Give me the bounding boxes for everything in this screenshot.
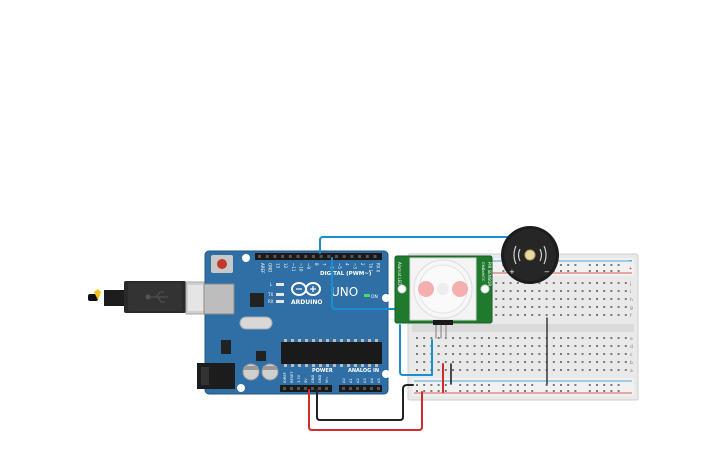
wire-black-gnd[interactable] xyxy=(316,384,414,421)
pir-pin-label: VCC xyxy=(481,274,485,282)
power-pin-label: 5V xyxy=(304,378,308,383)
buzzer-plus-label: + xyxy=(509,268,515,276)
led-rx-label: RX xyxy=(268,299,274,304)
pir-hotspot-left xyxy=(418,281,434,297)
digital-header-label: DIGITAL (PWM~) xyxy=(320,271,372,277)
row-label: j xyxy=(629,281,631,287)
wire-red-5v[interactable] xyxy=(308,389,423,431)
power-pin-label: Vin xyxy=(325,377,329,383)
analog-pin-label: A1 xyxy=(349,378,353,383)
digital-pin-label: ~5 xyxy=(337,263,342,269)
buzzer-minus-label: − xyxy=(544,268,550,276)
analog-pin-label: A2 xyxy=(356,378,360,383)
row-label: g xyxy=(630,306,633,311)
digital-pin-label: GND xyxy=(268,263,273,272)
analog-pin-label: A3 xyxy=(363,378,367,383)
atmega-chip xyxy=(281,342,382,364)
analog-pin-label: A0 xyxy=(342,378,346,383)
piezo-buzzer[interactable]: + − xyxy=(501,226,559,284)
analog-header[interactable] xyxy=(339,385,382,392)
digital-pin-label: ~9 xyxy=(306,263,311,269)
analog-pin-label: A5 xyxy=(377,378,381,383)
row-label: i xyxy=(630,289,631,295)
led-l-label: L xyxy=(270,282,273,287)
analog-pin-label: A4 xyxy=(370,378,374,383)
row-label: f xyxy=(630,313,632,319)
pir-hotspot-right xyxy=(452,281,468,297)
digital-pin-label: 12 xyxy=(283,263,288,269)
digital-pin-label: ~3 xyxy=(352,263,357,269)
arduino-logo-icon xyxy=(291,282,321,296)
row-label: e xyxy=(630,337,633,342)
row-label: a xyxy=(630,369,633,374)
power-pin-label: GND xyxy=(311,375,315,383)
led-tx-label: TX xyxy=(267,292,273,297)
status-leds: L TX RX xyxy=(267,282,284,304)
row-label: h xyxy=(630,297,633,303)
power-pin-label: GND xyxy=(318,375,322,383)
digital-pin-label: TX 1 xyxy=(368,262,373,272)
digital-pin-label: AREF xyxy=(260,263,265,274)
power-header-label: POWER xyxy=(312,368,333,374)
usb-icon xyxy=(145,291,168,303)
analog-header-label: ANALOG IN xyxy=(348,368,379,374)
digital-pin-label: 2 xyxy=(360,263,365,266)
arduino-brand-label: ARDUINO xyxy=(291,299,322,306)
pir-side-label-right: PIR SENSOR xyxy=(487,262,492,286)
pir-side-label-left: Alamat LED xyxy=(397,262,402,285)
row-label: d xyxy=(630,344,633,350)
power-pin-label: IOREF xyxy=(283,372,287,383)
usb-port xyxy=(203,283,235,315)
wire-blue-pir-gnd[interactable] xyxy=(399,324,433,376)
digital-pin-label: 7 xyxy=(322,263,327,266)
row-label: c xyxy=(630,353,633,358)
digital-pin-label: 8 xyxy=(314,263,319,266)
digital-pin-label: ~10 xyxy=(299,263,304,272)
pir-pin-label: GND xyxy=(481,262,485,270)
wire-blue-pir-out[interactable] xyxy=(331,257,396,310)
rail-minus-label: − xyxy=(629,258,632,264)
digital-header[interactable] xyxy=(255,253,382,260)
usb-lightning-icon xyxy=(94,289,101,300)
digital-pin-label: RX 0 xyxy=(376,263,381,273)
power-pin-label: 3.3V xyxy=(297,374,301,383)
on-led-label: ON xyxy=(371,294,378,300)
sound-icon xyxy=(513,245,547,265)
digital-pin-label: 13 xyxy=(275,263,280,269)
arduino-model-label: UNO xyxy=(331,285,358,299)
rail-plus-label: + xyxy=(629,266,632,272)
digital-pin-label: ~11 xyxy=(291,263,296,272)
power-pin-label: RESET xyxy=(290,371,294,383)
digital-pin-label: 4 xyxy=(345,263,350,266)
row-label: b xyxy=(630,360,633,366)
pir-pin-label: Out xyxy=(481,268,485,275)
